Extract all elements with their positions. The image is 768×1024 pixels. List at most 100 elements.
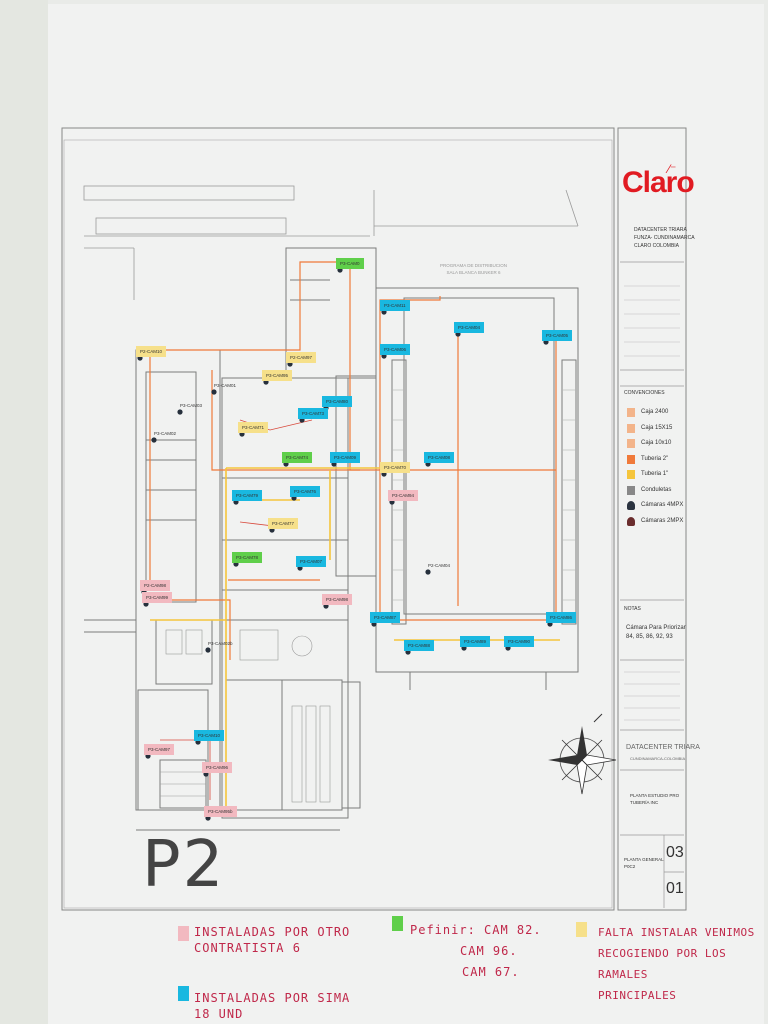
camera-tag: P3-CAM98: [322, 594, 353, 605]
scan-margin: [0, 0, 48, 1024]
project-line: DATACENTER TRIARA: [634, 227, 687, 233]
camera-tag: P3-CAM04: [454, 322, 485, 333]
camera-tag: P3-CAM94: [388, 490, 419, 501]
convention-symbol: [627, 408, 635, 417]
camera-tag: P3-CAM02: [154, 431, 177, 436]
sheet-name-line: P0C2: [624, 864, 636, 869]
legend-swatch-pink: [178, 926, 189, 941]
sheet-total: 01: [666, 880, 684, 897]
drawing-title-line: PLANTA ESTUDIO PRO: [630, 793, 680, 798]
convention-label: Tuberia 2": [641, 455, 669, 462]
camera-marker: [425, 569, 431, 575]
legend-line: 18 UND: [194, 1007, 244, 1021]
legend-text-pink: INSTALADAS POR OTRO CONTRATISTA 6: [194, 924, 350, 956]
camera-tag: P3-CAM90: [504, 636, 535, 647]
convention-label: Caja 2400: [641, 409, 669, 415]
camera-tag: P2-CAM97: [286, 352, 317, 363]
legend-line: RECOGIENDO POR LOS RAMALES: [598, 947, 727, 981]
convention-symbol: [627, 516, 635, 526]
camera-tag: P3-CAM02b: [208, 641, 233, 646]
legend-line: CAM 67.: [462, 965, 520, 979]
camera-tag: P3-CAM86: [546, 612, 577, 623]
sheet-number: 03: [666, 844, 684, 861]
area-label: PROGRAMA DE DISTRIBUCION SALA BLANCA BUN…: [440, 262, 507, 276]
camera-tag: P3-CAM09: [330, 452, 361, 463]
notes-title: NOTAS: [624, 606, 641, 612]
conduit-branches: [160, 419, 313, 800]
legend-line: PRINCIPALES: [598, 989, 677, 1002]
site-name: DATACENTER TRIARA: [626, 744, 700, 751]
legend-text-green: Pefinir: CAM 82. CAM 96. CAM 67.: [410, 920, 542, 983]
convention-symbol: [627, 501, 635, 510]
camera-tag: P3-CAM95b: [204, 806, 237, 817]
camera-marker: [211, 389, 217, 395]
convention-symbol: [627, 485, 635, 495]
drawing-title-line: TUBERÍA INC: [630, 800, 659, 805]
camera-tag: P3-CAM03: [180, 403, 203, 408]
camera-tag: P3-CAM0: [336, 258, 364, 269]
inner-frame: [63, 139, 613, 909]
building-walls: [84, 247, 377, 831]
legend-text-blue: INSTALADAS POR SIMA 18 UND: [194, 990, 350, 1022]
convention-label: Caja 15X15: [641, 424, 673, 431]
legend-line: FALTA INSTALAR VENIMOS: [598, 926, 755, 939]
compass-rose: [548, 713, 617, 795]
brand-logo-rays: ⁄⁻: [668, 162, 677, 176]
camera-tag: P3-CAM07: [296, 556, 327, 567]
camera-tag: P2-CAM98: [140, 580, 171, 591]
camera-tag: P2-CAM04: [428, 563, 451, 568]
camera-marker: [177, 409, 183, 415]
legend-text-yellow: FALTA INSTALAR VENIMOS RECOGIENDO POR LO…: [598, 922, 768, 1006]
notes-text: Cámara Para Priorizar 84, 85, 86, 92, 93: [626, 624, 686, 642]
camera-tag: P3-CAM05: [542, 330, 573, 341]
outer-frame: [61, 127, 615, 911]
camera-tag: P3-CAM10: [194, 730, 225, 741]
brand-logo: Claro: [622, 166, 695, 199]
legend-swatch-green: [392, 916, 403, 931]
camera-tag: P3-CAM80: [322, 396, 353, 407]
convention-label: Caja 10x10: [641, 440, 672, 446]
legend-line: INSTALADAS POR OTRO: [194, 925, 351, 939]
convention-label: Cámaras 2MPX: [641, 517, 684, 524]
project-line: FUNZA- CUNDINAMARCA: [634, 235, 695, 241]
sheet-name-line: PLANTA GENERAL: [624, 857, 664, 862]
camera-tag: P3-CAM73: [298, 408, 329, 419]
legend-line: Pefinir: CAM 82.: [410, 923, 542, 937]
camera-tag: P3-CAM08: [424, 452, 455, 463]
camera-tag: P3-CAM79: [232, 490, 263, 501]
camera-tag: P3-CAM77: [268, 518, 299, 529]
area-label-line: PROGRAMA DE DISTRIBUCION: [440, 263, 508, 268]
camera-tag: P3-CAM88: [404, 640, 435, 651]
area-label-line: SALA BLANCA BUNKER 6: [446, 270, 501, 275]
legend-line: CONTRATISTA 6: [194, 941, 301, 955]
camera-tag: P3-CAM78: [232, 552, 263, 563]
legend-swatch-blue: [178, 986, 189, 1001]
legend-swatch-yellow: [576, 922, 587, 937]
camera-tag: P3-CAM01: [214, 383, 237, 388]
convention-symbol: [627, 470, 635, 479]
legend-line: CAM 96.: [460, 944, 518, 958]
sheet-name: PLANTA GENERAL P0C2: [624, 856, 664, 870]
convention-label: Tuberia 1": [641, 471, 669, 477]
convention-symbol: [627, 439, 635, 448]
convention-symbol: [627, 454, 635, 464]
level-label: P2: [142, 828, 226, 902]
notes-line: 84, 85, 86, 92, 93: [626, 634, 673, 640]
camera-tag: P3-CAM70: [380, 462, 411, 473]
camera-tag: P3-CAM74: [282, 452, 313, 463]
convention-label: Cámaras 4MPX: [641, 502, 684, 508]
title-block-frame: [617, 127, 687, 911]
camera-tag: P3-CAM96: [202, 762, 233, 773]
camera-tag: P3-CAM99: [142, 592, 173, 603]
camera-tag: P3-CAM89: [460, 636, 491, 647]
title-block-grid: [620, 261, 684, 908]
camera-tag: P3-CAM95: [262, 370, 293, 381]
drawing-title: PLANTA ESTUDIO PRO TUBERÍA INC: [630, 792, 679, 806]
parking-blocks: [160, 629, 331, 803]
notes-line: Cámara Para Priorizar: [626, 625, 686, 631]
project-name: DATACENTER TRIARA FUNZA- CUNDINAMARCA CL…: [634, 226, 695, 250]
white-room-grid: [392, 389, 576, 601]
convention-symbol: [627, 423, 635, 433]
camera-tag: P3-CAM06: [380, 344, 411, 355]
